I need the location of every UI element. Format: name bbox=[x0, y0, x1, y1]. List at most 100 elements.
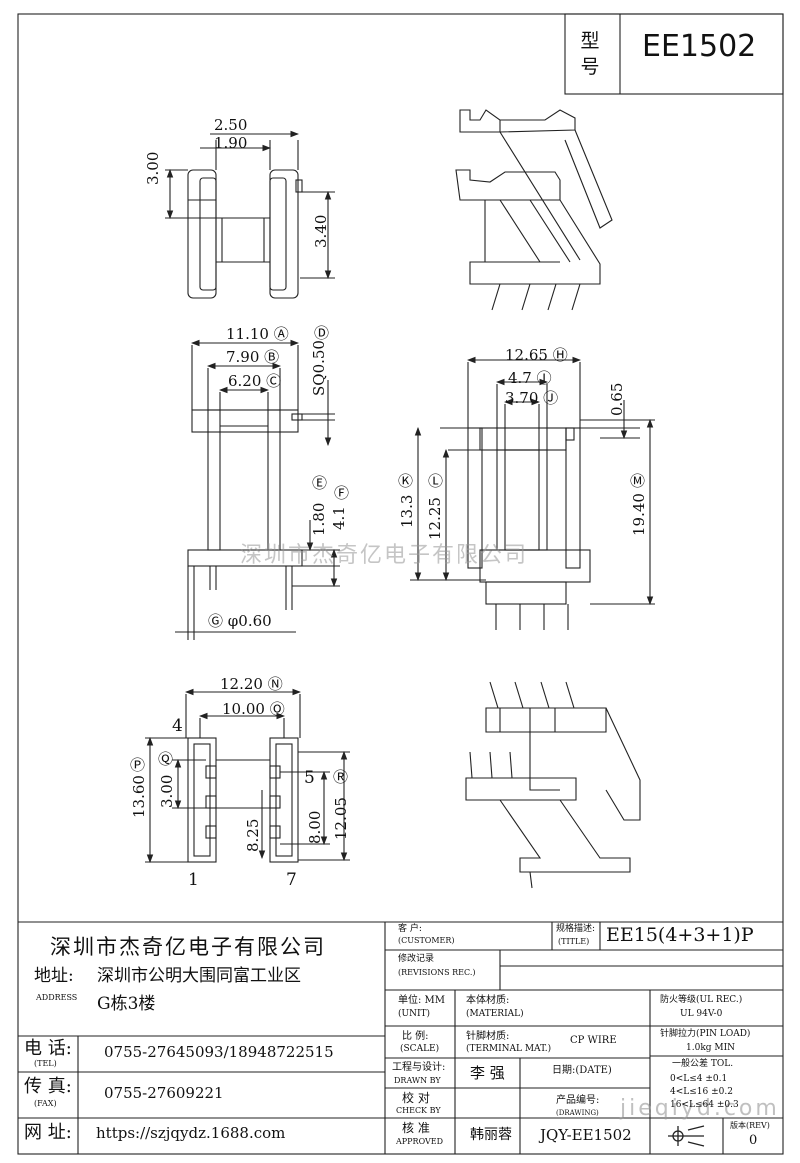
dim-c: 6.20 Ⓒ bbox=[228, 372, 282, 390]
approve-label: 核 准 bbox=[402, 1121, 430, 1135]
outer-frame bbox=[17, 13, 784, 1155]
web-label: 网 址: bbox=[24, 1122, 72, 1143]
model-value: EE1502 bbox=[642, 29, 757, 64]
projection-symbol bbox=[668, 1125, 705, 1147]
prodno-sub: (DRAWING) bbox=[556, 1109, 599, 1117]
revisions-sub: (REVISIONS REC.) bbox=[398, 968, 476, 977]
dim-i: 4.7 Ⓘ bbox=[508, 369, 552, 387]
dim-g: Ⓖ φ0.60 bbox=[208, 612, 272, 630]
model-box bbox=[564, 13, 784, 95]
rev-value: 0 bbox=[749, 1133, 758, 1148]
tol-label: 一般公差 TOL. bbox=[672, 1059, 734, 1069]
address-label: 地址: bbox=[34, 966, 74, 986]
customer-sub: (CUSTOMER) bbox=[398, 936, 455, 945]
address-line2: G栋3楼 bbox=[97, 994, 156, 1014]
rev-label: 版本(REV) bbox=[730, 1121, 770, 1130]
material-label: 本体材质: bbox=[466, 995, 510, 1006]
customer-label: 客 户: bbox=[398, 924, 422, 934]
tol-row-2: 4<L≤16 ±0.2 bbox=[670, 1087, 733, 1097]
design-value: 李 强 bbox=[470, 1064, 505, 1082]
tol-row-1: 0<L≤4 ±0.1 bbox=[670, 1074, 728, 1084]
prodno-label: 产品编号: bbox=[556, 1095, 600, 1106]
address-line1: 深圳市公明大围同富工业区 bbox=[97, 966, 301, 986]
side-front-view bbox=[410, 356, 655, 630]
marker-f: Ⓕ bbox=[334, 484, 350, 502]
pin-5-label: 5 bbox=[304, 768, 315, 788]
watermark-site: jieqiyd.com bbox=[620, 1096, 780, 1121]
design-label: 工程与设计: bbox=[392, 1062, 446, 1073]
marker-m: Ⓜ bbox=[630, 472, 646, 490]
bottom-view bbox=[145, 688, 350, 864]
unit-sub: (UNIT) bbox=[398, 1009, 431, 1019]
dim-k: 13.3 bbox=[398, 494, 416, 528]
fire-label: 防火等级(UL REC.) bbox=[660, 995, 743, 1005]
dim-m: 19.40 bbox=[630, 493, 648, 536]
pin-7-label: 7 bbox=[286, 870, 297, 890]
check-label: 校 对 bbox=[402, 1091, 430, 1105]
terminal-label: 针脚材质: bbox=[466, 1031, 510, 1042]
dim-q: 3.00 bbox=[158, 774, 176, 808]
date-label: 日期:(DATE) bbox=[552, 1065, 612, 1076]
fax-value: 0755-27609221 bbox=[104, 1084, 224, 1102]
front-view bbox=[175, 339, 340, 640]
unit-label: 单位: MM bbox=[398, 995, 446, 1006]
dim-2-50: 2.50 bbox=[214, 116, 248, 134]
marker-d: Ⓓ bbox=[314, 324, 330, 342]
dim-3-40: 3.40 bbox=[312, 214, 330, 248]
model-label: 型号 bbox=[580, 30, 600, 78]
pin-4-label: 4 bbox=[172, 716, 183, 736]
dim-b: 7.90 Ⓑ bbox=[226, 348, 280, 366]
dim-1-90: 1.90 bbox=[214, 134, 248, 152]
spec-value: EE15(4+3+1)P bbox=[606, 924, 754, 946]
company-name: 深圳市杰奇亿电子有限公司 bbox=[50, 935, 326, 959]
tel-sub: (TEL) bbox=[34, 1059, 57, 1068]
dim-0-65: 0.65 bbox=[608, 382, 626, 416]
dim-o: 10.00 Ⓞ bbox=[222, 700, 285, 718]
dim-8-00: 8.00 bbox=[306, 810, 324, 844]
dim-d: SQ0.50 bbox=[310, 340, 328, 396]
spec-label: 规格描述: bbox=[556, 924, 596, 934]
design-sub: DRAWN BY bbox=[394, 1076, 441, 1085]
tel-label: 电 话: bbox=[24, 1038, 72, 1059]
marker-l: Ⓛ bbox=[428, 472, 444, 490]
side-view bbox=[165, 130, 335, 299]
marker-e: Ⓔ bbox=[312, 474, 328, 492]
terminal-value: CP WIRE bbox=[570, 1035, 617, 1046]
title-block-lines bbox=[18, 921, 783, 1154]
marker-k: Ⓚ bbox=[398, 472, 414, 490]
dim-p: 13.60 bbox=[130, 775, 148, 818]
web-value[interactable]: https://szjqydz.1688.com bbox=[96, 1124, 286, 1142]
fax-label: 传 真: bbox=[24, 1076, 72, 1097]
tol-row-3: 16<L≤64 ±0.3 bbox=[670, 1100, 739, 1110]
approve-value: 韩丽蓉 bbox=[470, 1127, 512, 1143]
marker-q: Ⓠ bbox=[158, 750, 174, 768]
approve-sub: APPROVED bbox=[396, 1137, 444, 1146]
scale-label: 比 例: bbox=[402, 1031, 429, 1042]
dim-n: 12.20 Ⓝ bbox=[220, 675, 283, 693]
dim-h: 12.65 Ⓗ bbox=[505, 346, 568, 364]
pin-1-label: 1 bbox=[188, 870, 199, 890]
pinload-label: 针脚拉力(PIN LOAD) bbox=[660, 1029, 751, 1039]
dim-f: 4.1 bbox=[330, 506, 348, 530]
dim-8-25: 8.25 bbox=[244, 818, 262, 852]
dim-j: 3.70 Ⓙ bbox=[505, 389, 559, 407]
scale-sub: (SCALE) bbox=[400, 1044, 440, 1054]
isometric-view-2 bbox=[465, 681, 641, 889]
dim-e: 1.80 bbox=[310, 502, 328, 536]
terminal-sub: (TERMINAL MAT.) bbox=[466, 1044, 552, 1054]
material-sub: (MATERIAL) bbox=[466, 1009, 524, 1019]
fax-sub: (FAX) bbox=[34, 1099, 57, 1108]
check-sub: CHECK BY bbox=[396, 1106, 441, 1115]
dim-l: 12.25 bbox=[426, 497, 444, 540]
drawing-number: JQY-EE1502 bbox=[540, 1126, 632, 1144]
dim-r: 12.05 bbox=[332, 797, 350, 840]
revisions-label: 修改记录 bbox=[398, 954, 435, 964]
dim-a: 11.10 Ⓐ bbox=[226, 325, 289, 343]
pinload-value: 1.0kg MIN bbox=[686, 1043, 736, 1053]
isometric-view-1 bbox=[455, 109, 613, 311]
marker-r: Ⓡ bbox=[333, 768, 349, 786]
marker-p: Ⓟ bbox=[130, 756, 146, 774]
fire-value: UL 94V-0 bbox=[680, 1009, 723, 1019]
